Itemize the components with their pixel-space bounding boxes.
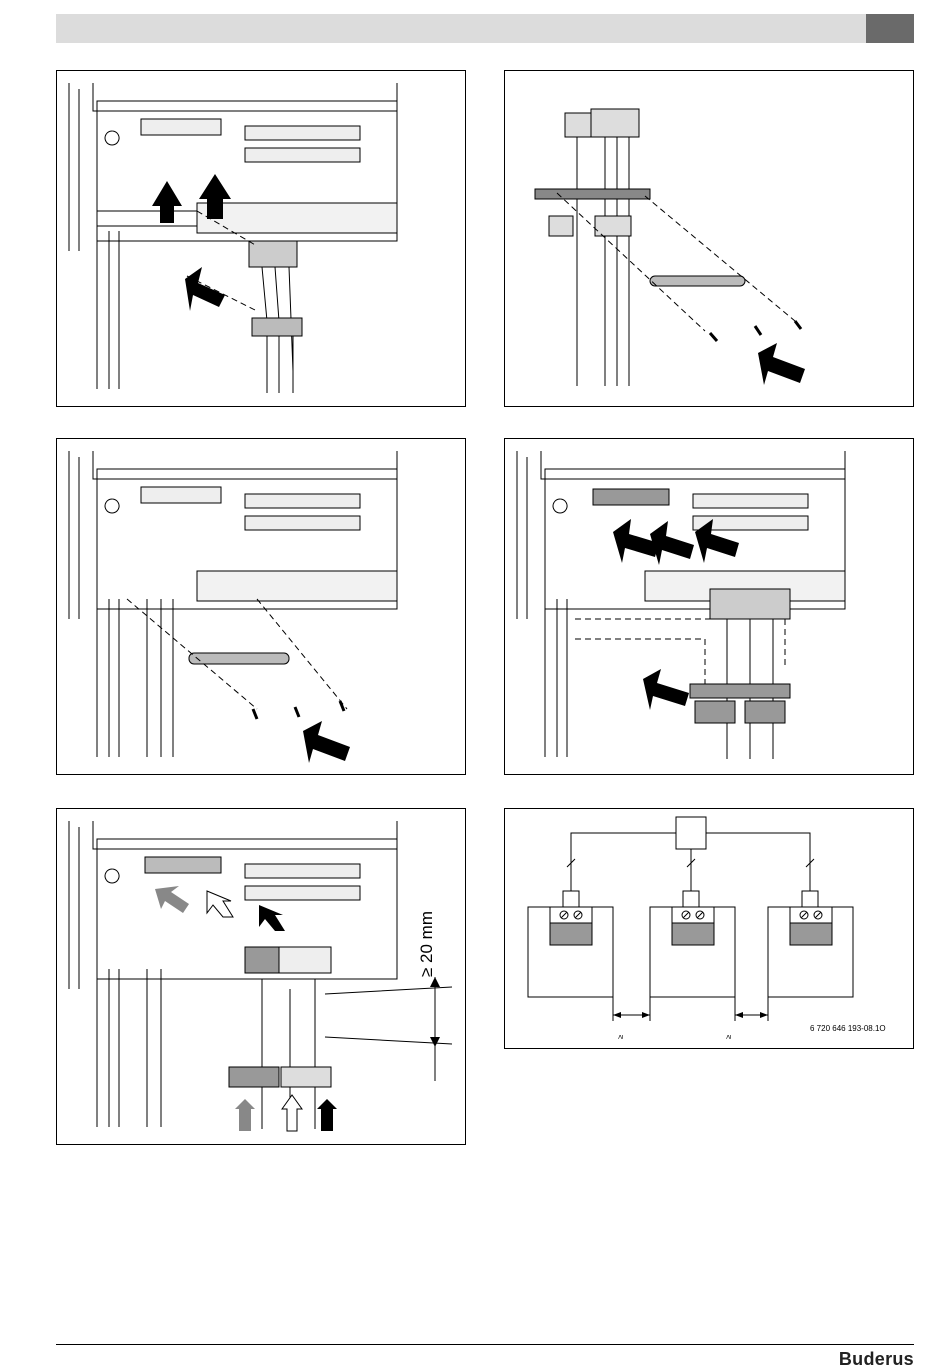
figure-2-panel [504, 70, 914, 407]
figure-6-panel: ≥ ≥ 6 720 646 193-08.1O [504, 808, 914, 1049]
figure-2-drawing [505, 71, 915, 408]
figure-4-drawing [505, 439, 915, 776]
dimension-label: ≥ 20 mm [417, 911, 436, 977]
figure-3-drawing [57, 439, 467, 776]
figure-1-drawing [57, 71, 467, 408]
figure-5-drawing: ≥ 20 mm [57, 809, 467, 1146]
ge-symbol-left: ≥ [616, 1034, 625, 1039]
figure-4-panel [504, 438, 914, 775]
figure-6-drawing: ≥ ≥ 6 720 646 193-08.1O [505, 809, 915, 1050]
figure-3-panel [56, 438, 466, 775]
figure-5-panel: ≥ 20 mm [56, 808, 466, 1145]
figure-1-panel [56, 70, 466, 407]
header-bar [56, 14, 866, 43]
figure-code: 6 720 646 193-08.1O [810, 1024, 886, 1033]
footer-line [56, 1344, 914, 1345]
ge-symbol-right: ≥ [724, 1034, 733, 1039]
page-number-tab [866, 14, 914, 43]
brand-logo: Buderus [839, 1349, 914, 1370]
